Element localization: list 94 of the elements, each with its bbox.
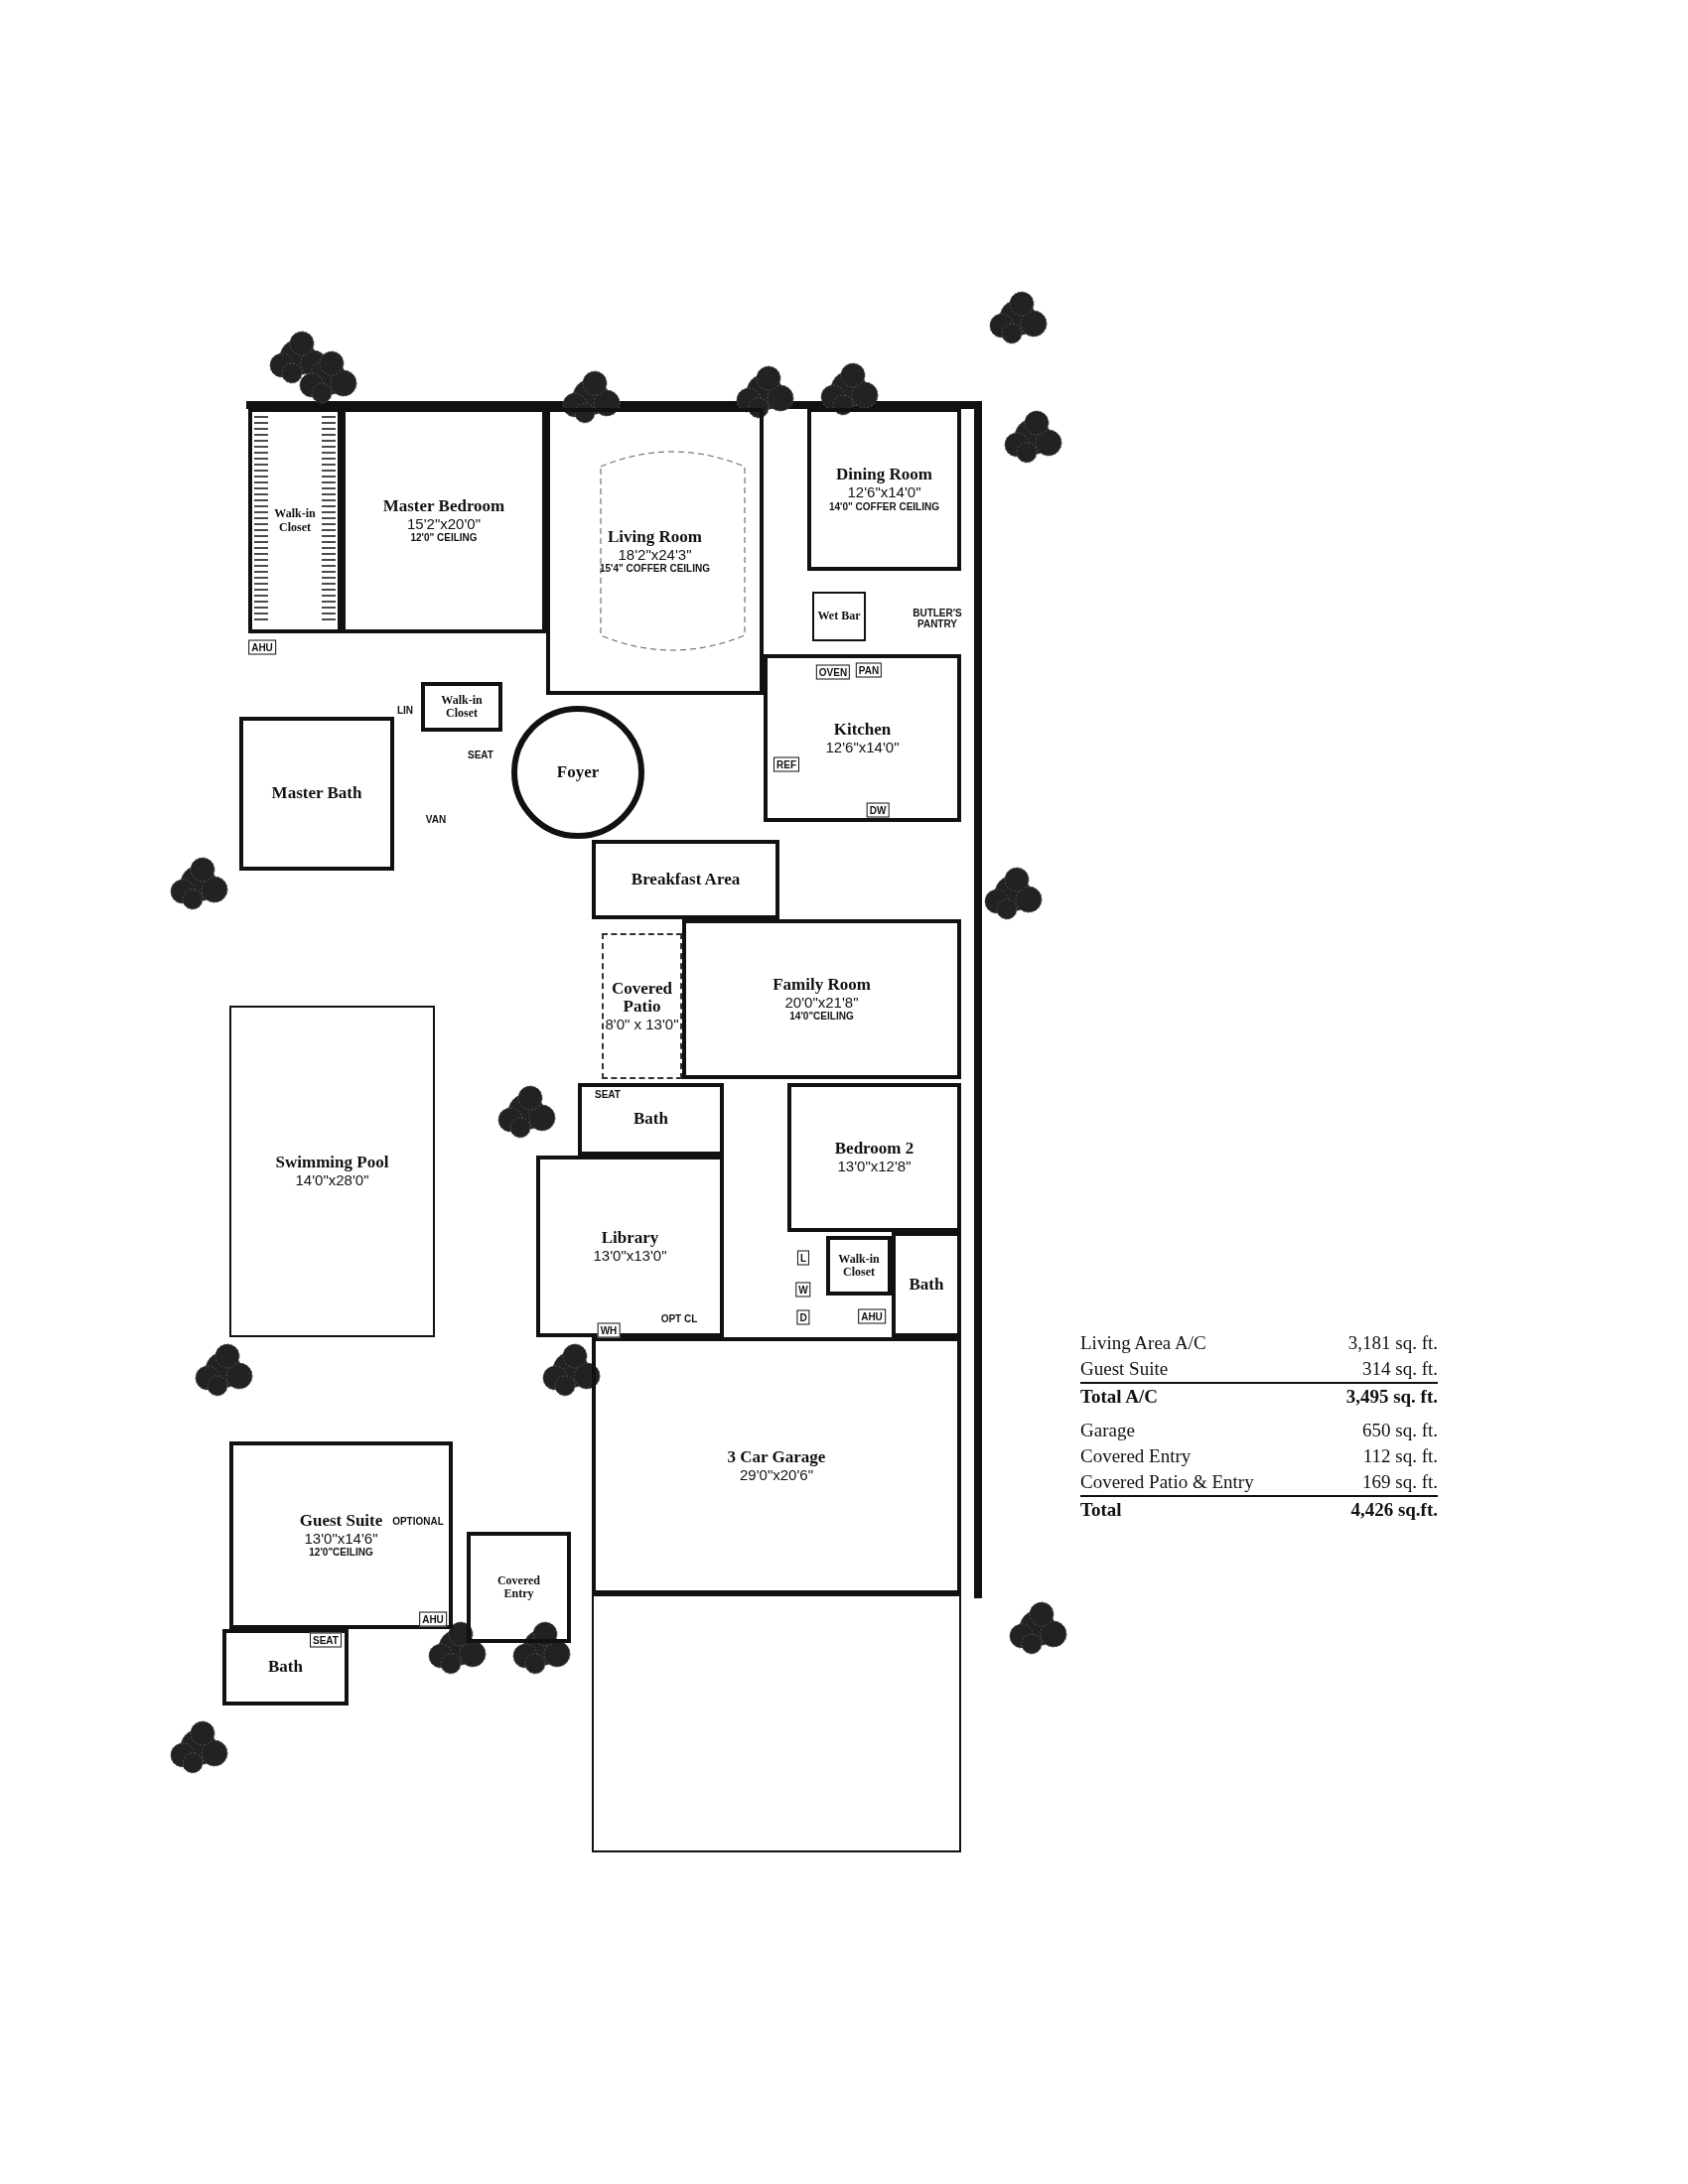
room-dimensions: 20'0"x21'8" (784, 994, 859, 1012)
breakfast-area (592, 840, 779, 919)
closet-room (421, 682, 502, 732)
room-name: Family Room (773, 975, 871, 995)
family-room (682, 919, 961, 1079)
area-name: Living Area A/C (1080, 1331, 1207, 1355)
room-name: Covered Entry (495, 1573, 542, 1601)
room-name: Bath (268, 1658, 303, 1677)
covered-patio-area (602, 933, 682, 1079)
area-name: Covered Entry (1080, 1444, 1193, 1468)
room-name: Bath (909, 1275, 944, 1295)
room-name: Bath (633, 1110, 668, 1129)
room-name: Walk-in Closet (440, 693, 484, 721)
room-name: Foyer (556, 762, 600, 782)
room-dimensions: 15'2"x20'0" (407, 515, 481, 533)
fixture-label: L (796, 1250, 810, 1266)
living-room (546, 408, 764, 695)
fixture-label: PAN (855, 662, 883, 678)
room-dimensions: 13'0"x13'0" (593, 1247, 667, 1265)
bathroom-room (892, 1232, 961, 1337)
area-name: Guest Suite (1080, 1357, 1170, 1381)
room-name: Wet Bar (817, 610, 861, 623)
area-value: 169 sq. ft. (1361, 1470, 1438, 1494)
area-name: Garage (1080, 1419, 1136, 1442)
area-value: 650 sq. ft. (1361, 1419, 1438, 1442)
area-name: Total A/C (1080, 1382, 1346, 1410)
area-value: 112 sq. ft. (1361, 1444, 1438, 1468)
area-name: Covered Patio & Entry (1080, 1470, 1255, 1494)
covered-entry-area (467, 1532, 571, 1643)
closet-room (248, 408, 342, 633)
room-name: Master Bedroom (382, 496, 505, 516)
room-dimensions: 12'6"x14'0" (825, 739, 900, 756)
fixture-label: W (795, 1282, 811, 1297)
area-value: 4,426 sq.ft. (1345, 1495, 1438, 1523)
room-name: Dining Room (836, 466, 932, 485)
room-name: Bedroom 2 (834, 1140, 914, 1160)
room-dimensions: 29'0"x20'6" (740, 1466, 813, 1484)
fixture-label: AHU (248, 639, 276, 655)
room-name: Breakfast Area (631, 870, 741, 889)
ceiling-note: 14'0" COFFER CEILING (829, 500, 939, 513)
area-name: Total (1080, 1495, 1346, 1523)
fixture-label: OPTIONAL (392, 1515, 444, 1527)
room-dimensions: 18'2"x24'3" (618, 546, 692, 564)
swimming-pool (229, 1006, 435, 1337)
room-name: Library (601, 1228, 659, 1248)
ceiling-note: 12'0" CEILING (410, 532, 478, 545)
foyer-room (511, 706, 644, 839)
ceiling-note: 14'0"CEILING (789, 1011, 854, 1024)
area-value: 314 sq. ft. (1361, 1357, 1438, 1381)
room-dimensions: 13'0"x12'8" (837, 1159, 912, 1175)
fixture-label: AHU (419, 1611, 447, 1627)
fixture-label: WH (597, 1322, 621, 1338)
bathroom-room (222, 1629, 349, 1706)
room-dimensions: 13'0"x14'6" (304, 1530, 378, 1548)
bedroom-room (342, 408, 546, 633)
room-name: Kitchen (833, 720, 892, 740)
fixture-label: BUTLER'S PANTRY (912, 608, 963, 629)
room-name: Living Room (608, 527, 702, 547)
bedroom-room (787, 1083, 961, 1232)
fixture-label: OVEN (815, 664, 851, 680)
fixture-label: REF (774, 756, 799, 772)
fixture-label: LIN (396, 704, 414, 716)
area-value: 3,181 sq. ft. (1346, 1331, 1438, 1355)
bathroom-room (239, 717, 394, 871)
room-name: Walk-in Closet (837, 1252, 881, 1280)
room-name: 3 Car Garage (727, 1447, 826, 1467)
closet-room (826, 1236, 892, 1296)
room-name: Guest Suite (299, 1511, 383, 1531)
fixture-label: VAN (425, 813, 447, 825)
kitchen-room (764, 654, 961, 822)
dining-room (807, 408, 961, 571)
garage-room (592, 1337, 961, 1594)
area-value: 3,495 sq. ft. (1345, 1382, 1438, 1410)
bathroom-room (578, 1083, 724, 1156)
room-dimensions: 14'0"x28'0" (295, 1172, 369, 1189)
ceiling-note: 12'0"CEILING (309, 1547, 373, 1560)
room-name: Swimming Pool (275, 1154, 389, 1173)
fixture-label: SEAT (310, 1632, 342, 1648)
fixture-label: SEAT (468, 749, 493, 760)
guest-suite-room (229, 1441, 453, 1629)
fixture-label: DW (866, 802, 890, 818)
wet-bar-counter (812, 592, 866, 641)
room-name: Walk-in Closet (273, 507, 317, 534)
fixture-label: D (796, 1309, 810, 1325)
room-name: Covered Patio (610, 979, 674, 1017)
room-dimensions: 8'0" x 13'0" (605, 1016, 679, 1033)
library-room (536, 1156, 724, 1337)
ceiling-note: 15'4" COFFER CEILING (600, 563, 710, 576)
driveway-outline (592, 1594, 961, 1852)
room-name: Master Bath (271, 784, 362, 803)
fixture-label: SEAT (595, 1088, 621, 1100)
fixture-label: OPT CL (660, 1312, 698, 1324)
fixture-label: AHU (858, 1308, 886, 1324)
room-dimensions: 12'6"x14'0" (847, 484, 921, 501)
